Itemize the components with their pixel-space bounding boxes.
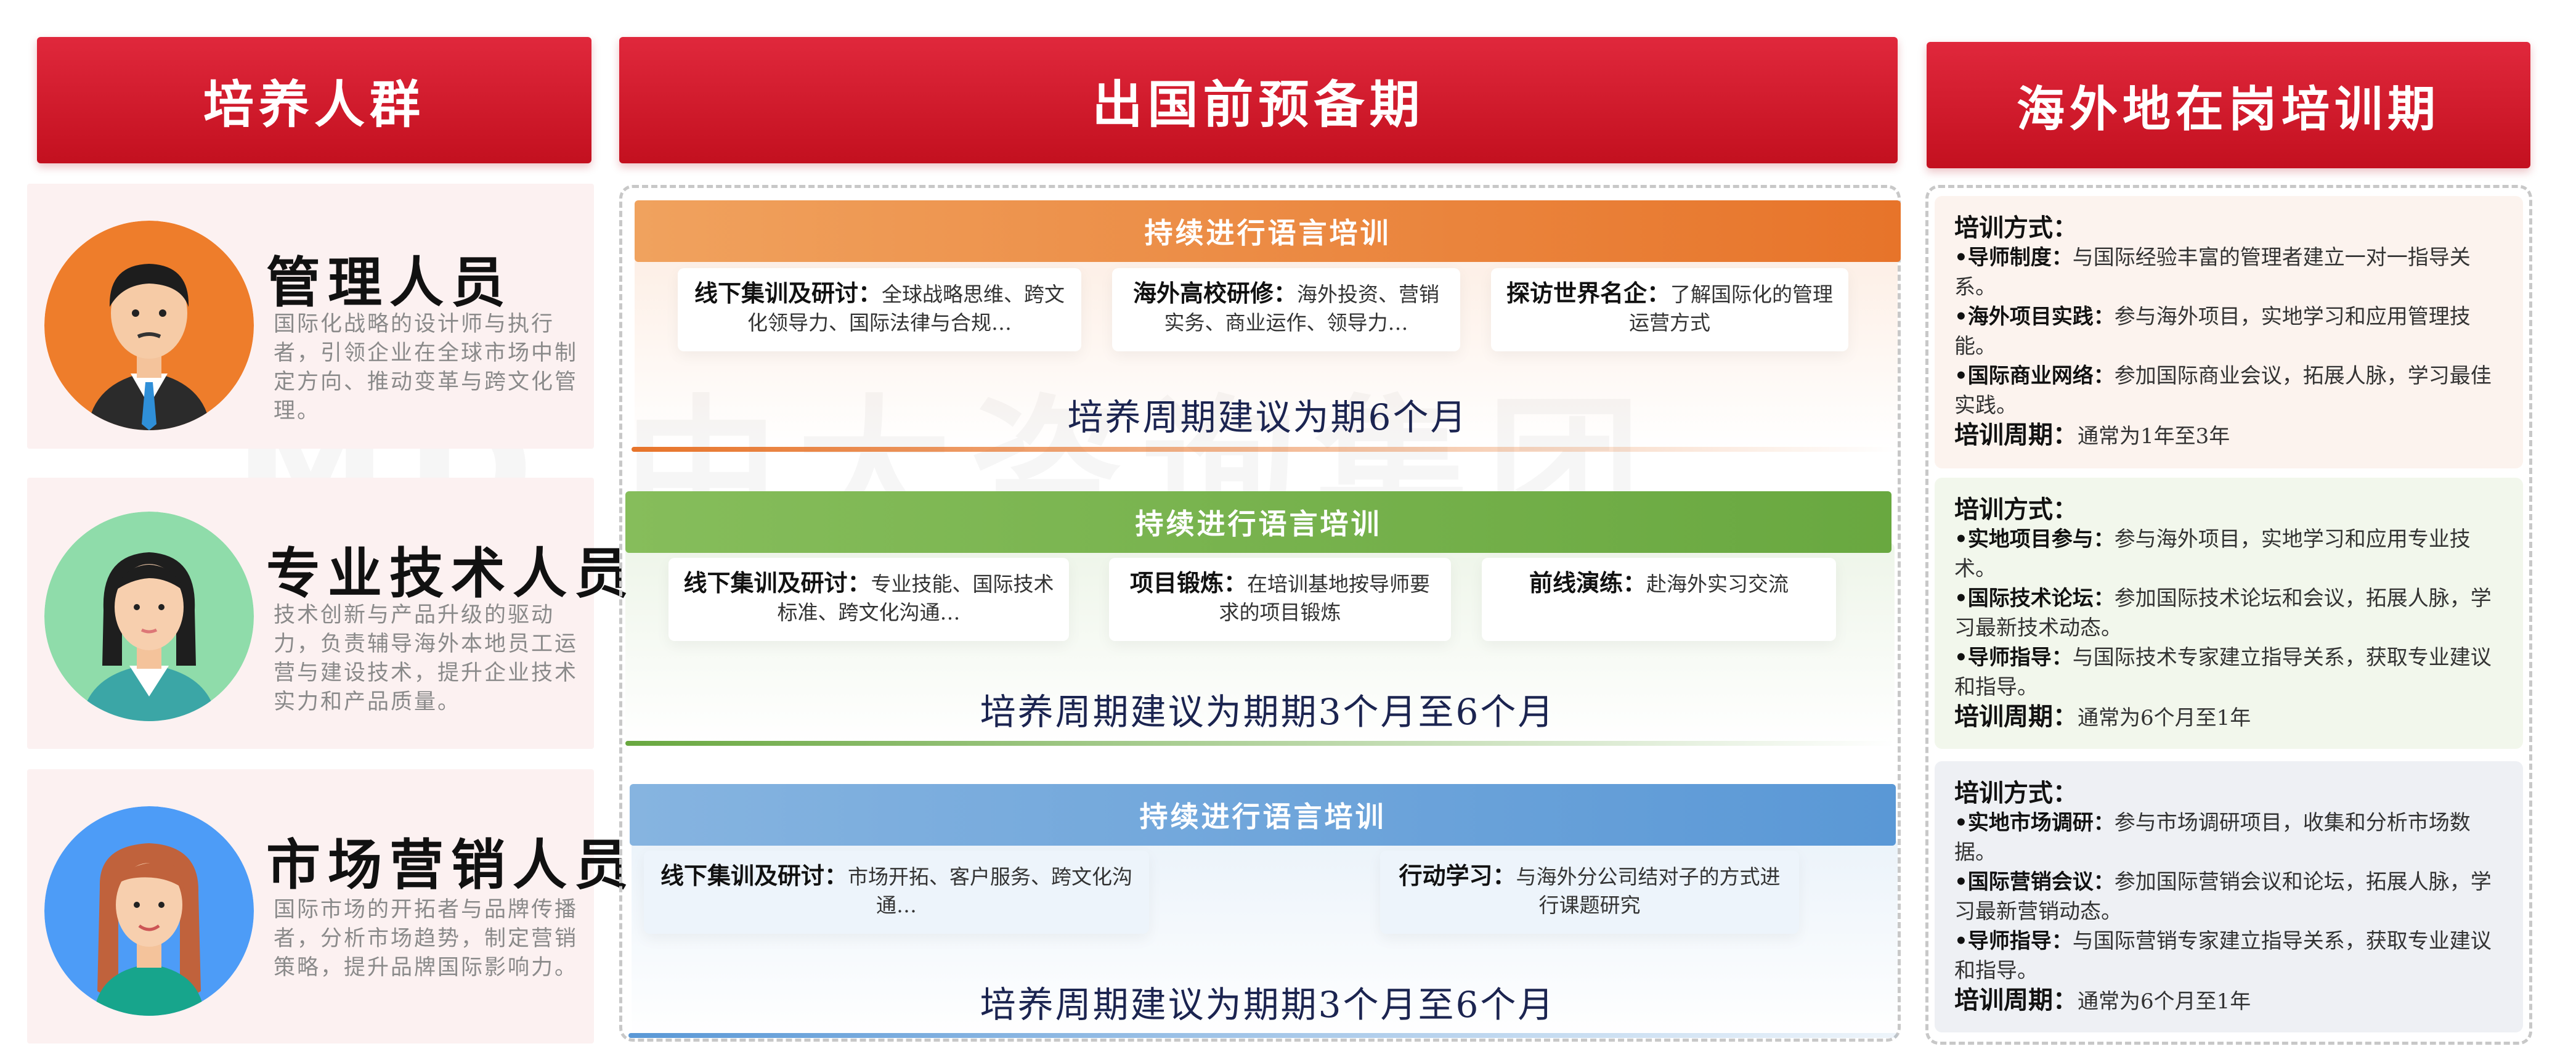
prep-card: 线下集训及研讨：全球战略思维、跨文化领导力、国际法律与合规… xyxy=(678,268,1081,351)
card-label: 线下集训及研讨： xyxy=(694,279,882,307)
prep-card: 行动学习：与海外分公司结对子的方式进行课题研究 xyxy=(1380,851,1799,934)
training-period: 培训周期：通常为6个月至1年 xyxy=(1954,702,2251,731)
onsite-frame xyxy=(1925,185,2532,1045)
training-cycle: 培养周期建议为期6个月 xyxy=(1067,396,1468,438)
language-ribbon: 持续进行语言培训 xyxy=(630,784,1896,846)
onsite-card-technical: 培训方式： •实地项目参与：参与海外项目，实地学习和应用专业技术。 •国际技术论… xyxy=(1935,478,2523,749)
persona-desc: 国际化战略的设计师与执行者，引领企业在全球市场中制定方向、推动变革与跨文化管理。 xyxy=(274,312,579,423)
training-period: 培训周期：通常为6个月至1年 xyxy=(1954,986,2251,1015)
persona-title: 专业技术人员 xyxy=(266,541,636,605)
card-label: 线下集训及研讨： xyxy=(660,862,848,889)
header-onsite-training: 海外地在岗培训期 xyxy=(1927,42,2530,168)
method-item: •导师指导：与国际营销专家建立指导关系，获取专业建议和指导。 xyxy=(1954,929,2492,983)
persona-title: 管理人员 xyxy=(266,250,513,314)
method-item: •国际技术论坛：参加国际技术论坛和会议，拓展人脉，学习最新技术动态。 xyxy=(1954,586,2492,640)
method-item: •国际营销会议：参加国际营销会议和论坛，拓展人脉，学习最新营销动态。 xyxy=(1954,870,2492,924)
training-cycle: 培养周期建议为期期3个月至6个月 xyxy=(980,984,1556,1026)
method-item: •国际商业网络：参加国际商业会议，拓展人脉，学习最佳实践。 xyxy=(1954,364,2492,418)
card-text: 在培训基地按导师要求的项目锻炼 xyxy=(1219,572,1431,624)
card-text: 全球战略思维、跨文化领导力、国际法律与合规… xyxy=(747,282,1065,335)
manager-avatar xyxy=(44,221,254,430)
card-label: 线下集训及研讨： xyxy=(683,569,871,597)
prep-card: 前线演练：赴海外实习交流 xyxy=(1482,558,1836,641)
section-underline xyxy=(625,741,1895,746)
method-item: •实地项目参与：参与海外项目，实地学习和应用专业技术。 xyxy=(1954,527,2471,581)
persona-title: 市场营销人员 xyxy=(266,833,636,897)
training-method-label: 培训方式： xyxy=(1954,778,2078,807)
persona-desc: 技术创新与产品升级的驱动力，负责辅导海外本地员工运营与建设技术，提升企业技术实力… xyxy=(274,603,579,714)
pre-departure-frame xyxy=(619,185,1901,1042)
prep-card: 项目锻炼：在培训基地按导师要求的项目锻炼 xyxy=(1109,558,1451,641)
header-pre-departure: 出国前预备期 xyxy=(619,37,1898,163)
section-underline xyxy=(628,1033,1898,1038)
training-method-label: 培训方式： xyxy=(1954,213,2078,242)
card-text: 专业技能、国际技术标准、跨文化沟通… xyxy=(777,572,1054,624)
method-item: •海外项目实践：参与海外项目，实地学习和应用管理技能。 xyxy=(1954,304,2471,359)
persona-desc: 国际市场的开拓者与品牌传播者，分析市场趋势，制定营销策略，提升品牌国际影响力。 xyxy=(274,897,579,980)
method-item: •导师制度：与国际经验丰富的管理者建立一对一指导关系。 xyxy=(1954,245,2471,300)
card-label: 前线演练： xyxy=(1529,569,1646,597)
training-cycle: 培养周期建议为期期3个月至6个月 xyxy=(980,691,1556,733)
section-underline xyxy=(632,447,1898,452)
training-method-label: 培训方式： xyxy=(1954,495,2078,524)
card-label: 海外高校研修： xyxy=(1132,279,1297,307)
persona-card-technical: 专业技术人员 技术创新与产品升级的驱动力，负责辅导海外本地员工运营与建设技术，提… xyxy=(27,478,628,749)
method-item: •实地市场调研：参与市场调研项目，收集和分析市场数据。 xyxy=(1954,811,2471,865)
prep-card: 线下集训及研讨：市场开拓、客户服务、跨文化沟通… xyxy=(644,851,1149,934)
card-text: 赴海外实习交流 xyxy=(1646,572,1789,596)
card-label: 行动学习： xyxy=(1399,862,1516,889)
training-period: 培训周期：通常为1年至3年 xyxy=(1954,420,2230,449)
technical-avatar xyxy=(44,512,254,721)
language-ribbon: 持续进行语言培训 xyxy=(635,200,1901,262)
prep-card: 海外高校研修：海外投资、营销实务、商业运作、领导力… xyxy=(1112,268,1460,351)
card-label: 探访世界名企： xyxy=(1506,279,1670,307)
persona-card-manager: 管理人员 国际化战略的设计师与执行者，引领企业在全球市场中制定方向、推动变革与跨… xyxy=(27,184,594,449)
card-text: 与海外分公司结对子的方式进行课题研究 xyxy=(1516,865,1781,917)
card-label: 项目锻炼： xyxy=(1129,569,1247,597)
prep-card: 探访世界名企：了解国际化的管理运营方式 xyxy=(1491,268,1848,351)
method-item: •导师指导：与国际技术专家建立指导关系，获取专业建议和指导。 xyxy=(1954,645,2492,700)
persona-card-marketing: 市场营销人员 国际市场的开拓者与品牌传播者，分析市场趋势，制定营销策略，提升品牌… xyxy=(27,769,628,1044)
language-ribbon: 持续进行语言培训 xyxy=(625,491,1891,553)
onsite-card-manager: 培训方式： •导师制度：与国际经验丰富的管理者建立一对一指导关系。 •海外项目实… xyxy=(1935,196,2523,468)
header-target-group: 培养人群 xyxy=(37,37,591,163)
card-text: 了解国际化的管理运营方式 xyxy=(1629,282,1833,335)
onsite-card-marketing: 培训方式： •实地市场调研：参与市场调研项目，收集和分析市场数据。 •国际营销会… xyxy=(1935,761,2523,1032)
card-text: 市场开拓、客户服务、跨文化沟通… xyxy=(848,865,1132,917)
prep-card: 线下集训及研讨：专业技能、国际技术标准、跨文化沟通… xyxy=(668,558,1069,641)
card-text: 海外投资、营销实务、商业运作、领导力… xyxy=(1164,282,1440,335)
marketing-avatar xyxy=(44,806,254,1016)
